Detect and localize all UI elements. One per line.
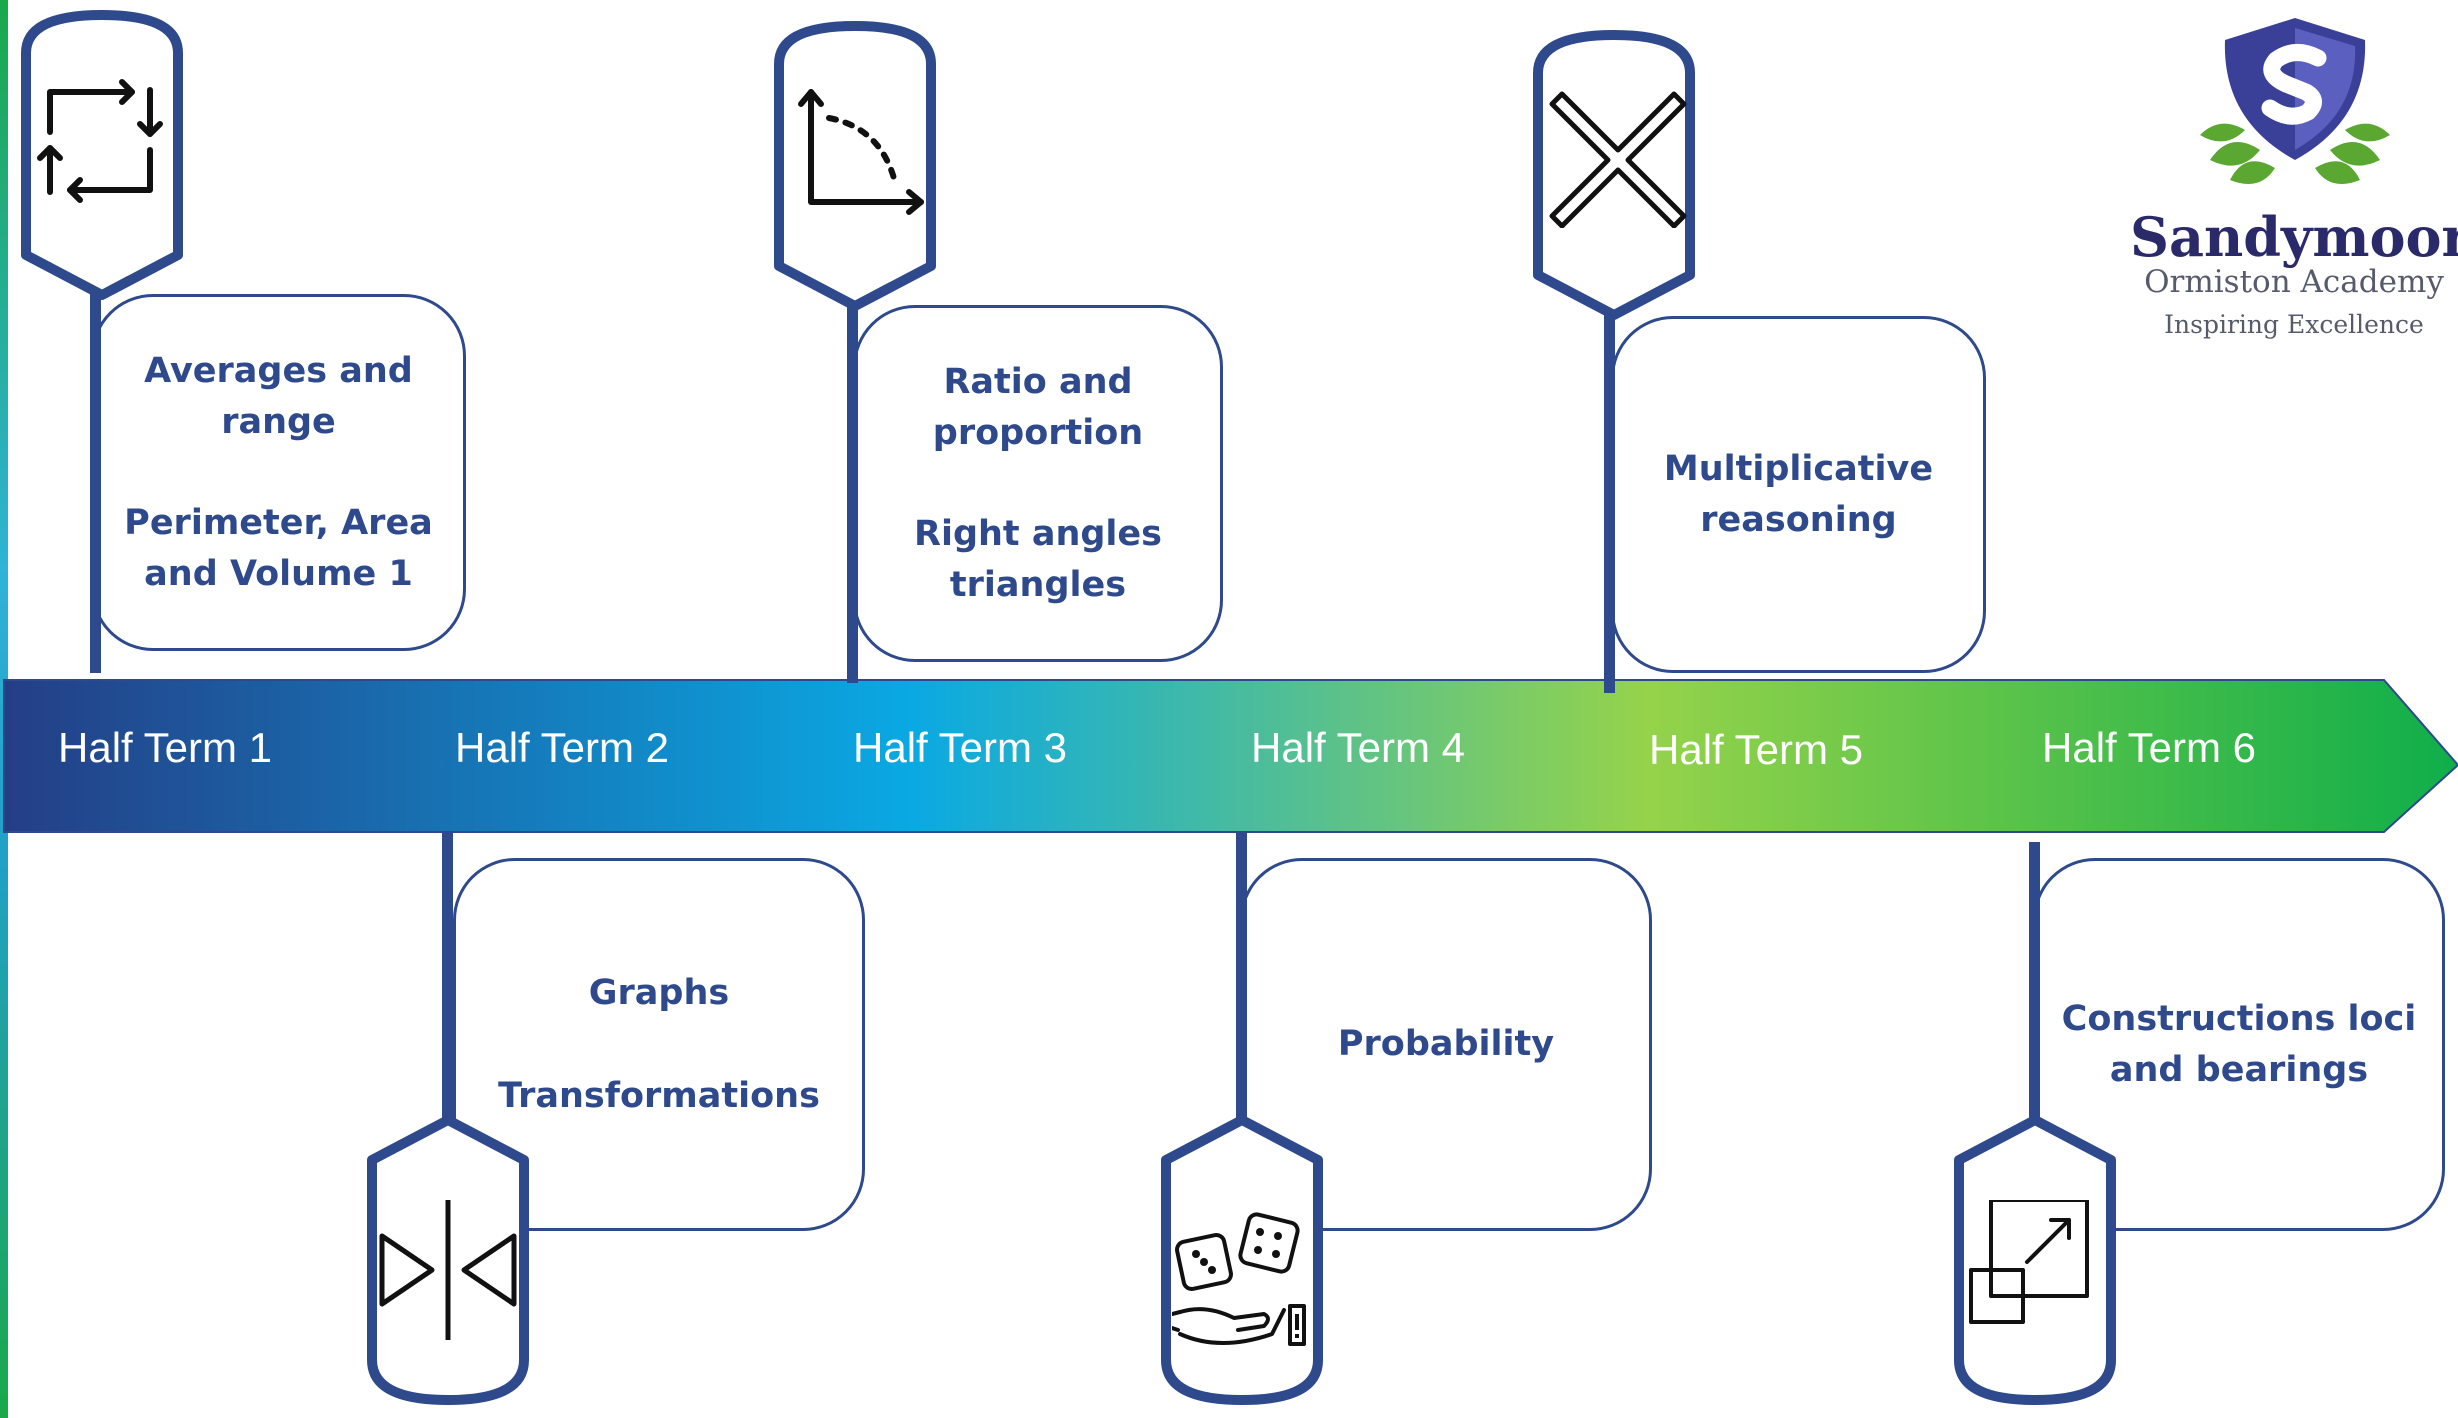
topic-text: Ratio and <box>943 361 1133 402</box>
school-logo: Sandymoor Ormiston Academy Inspiring Exc… <box>2130 10 2458 350</box>
pin-stem-term-6 <box>2029 842 2040 1132</box>
pin-marker-term-1 <box>21 10 183 300</box>
topic-card-term-3: Ratio and proportion Right angles triang… <box>853 305 1223 662</box>
enlargement-icon <box>1969 1200 2089 1324</box>
topic-text: Transformations <box>498 1075 820 1116</box>
topic-text: triangles <box>949 564 1127 605</box>
topic-card-term-5: Multiplicative reasoning <box>1611 316 1986 673</box>
topic-text: Probability <box>1337 1024 1555 1064</box>
topic-text: Multiplicative <box>1663 448 1934 489</box>
right-angle-icon <box>798 89 924 215</box>
topic-text: range <box>221 401 336 442</box>
half-term-4-label: Half Term 4 <box>1251 724 1465 771</box>
topic-card-term-1: Averages and range Perimeter, Area and V… <box>91 294 466 651</box>
pin-stem-term-5 <box>1604 310 1615 693</box>
logo-name: Sandymoor <box>2130 205 2458 269</box>
pin-stem-term-4 <box>1236 832 1247 1132</box>
topic-text: reasoning <box>1700 499 1897 540</box>
topic-card-term-6: Constructions loci and bearings <box>2033 858 2445 1231</box>
pin-stem-term-1 <box>90 285 101 673</box>
topic-text: Graphs <box>588 972 730 1013</box>
pin-marker-term-6 <box>1954 1115 2116 1405</box>
half-term-6-label: Half Term 6 <box>2042 724 2256 771</box>
topic-text: Right angles <box>914 513 1162 554</box>
half-term-1-label: Half Term 1 <box>58 724 272 771</box>
cycle-arrows-icon <box>37 79 163 203</box>
topic-text: Constructions loci <box>2061 998 2417 1039</box>
reflection-icon <box>379 1200 517 1340</box>
topic-text: proportion <box>932 412 1144 453</box>
multiply-icon <box>1549 91 1687 228</box>
s-shield-logo-icon <box>2200 18 2390 184</box>
logo-subtitle: Ormiston Academy <box>2144 264 2444 300</box>
half-term-5-label: Half Term 5 <box>1649 726 1863 773</box>
half-term-3-label: Half Term 3 <box>853 724 1067 771</box>
logo-tagline: Inspiring Excellence <box>2164 310 2424 339</box>
half-term-2-label: Half Term 2 <box>455 724 669 771</box>
pin-stem-term-2 <box>442 832 453 1132</box>
topic-text: Perimeter, Area <box>124 502 433 543</box>
pin-stem-term-3 <box>847 295 858 683</box>
topic-text: and bearings <box>2109 1049 2369 1090</box>
topic-text: Averages and <box>144 350 413 391</box>
dice-hand-icon <box>1172 1212 1306 1346</box>
topic-text: and Volume 1 <box>144 553 413 594</box>
